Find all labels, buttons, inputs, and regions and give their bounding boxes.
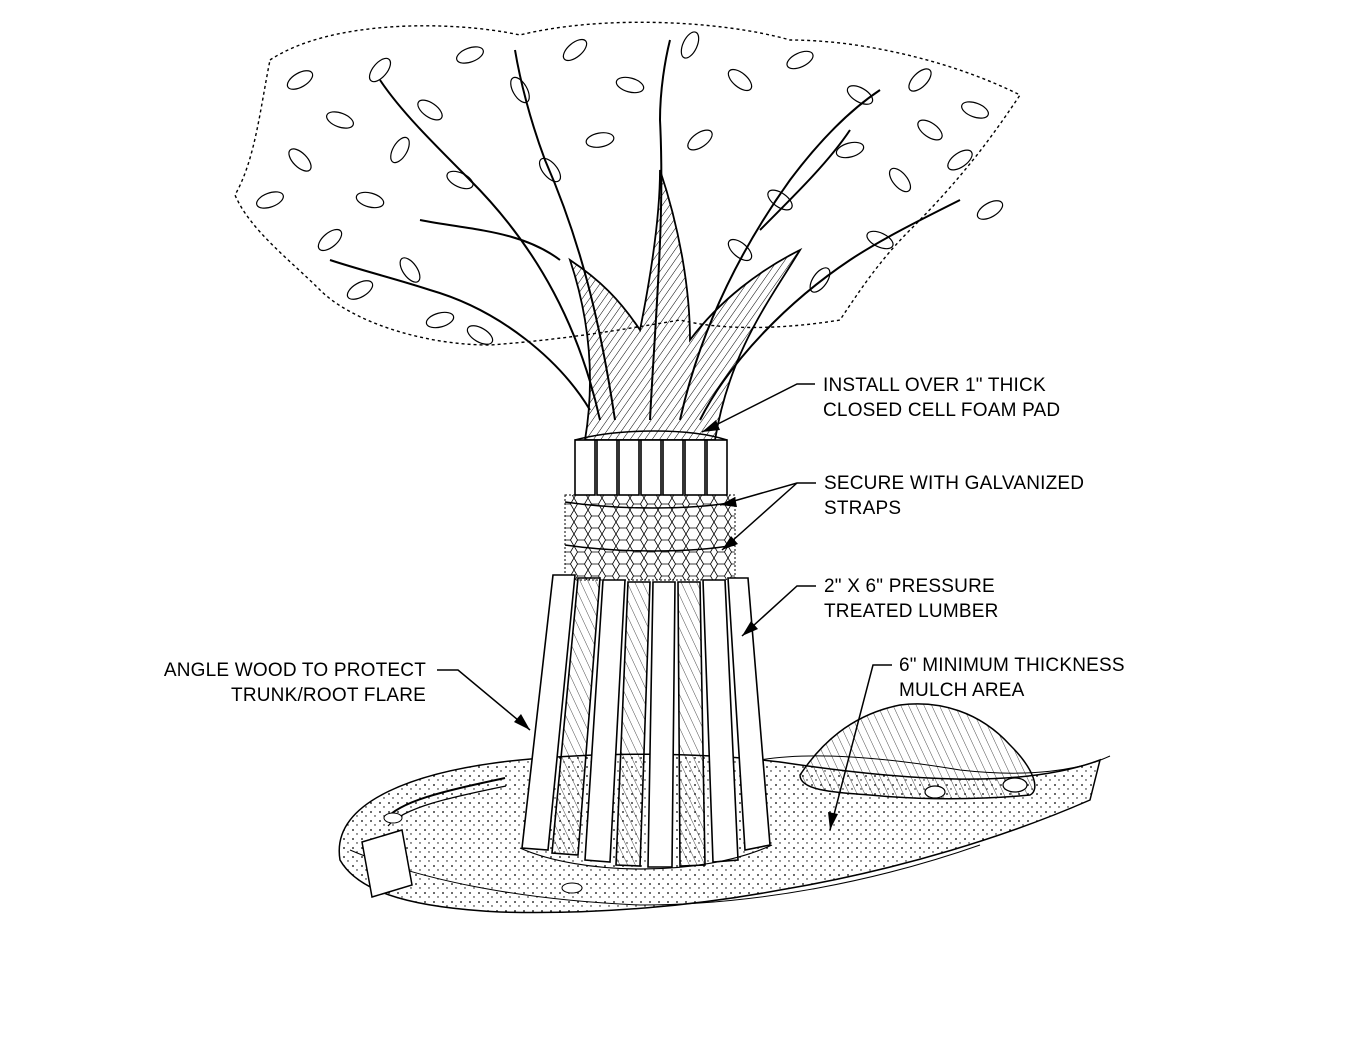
galvanized-strap-mesh	[565, 495, 735, 580]
callout-angle-wood: ANGLE WOOD TO PROTECT TRUNK/ROOT FLARE	[120, 658, 426, 708]
callout-mulch-line1: 6" MINIMUM THICKNESS	[899, 653, 1125, 678]
callout-galvanized-straps: SECURE WITH GALVANIZED STRAPS	[824, 471, 1084, 521]
callout-straps-line1: SECURE WITH GALVANIZED	[824, 471, 1084, 496]
callout-foam-pad: INSTALL OVER 1" THICK CLOSED CELL FOAM P…	[823, 373, 1060, 423]
callout-straps-line2: STRAPS	[824, 496, 1084, 521]
callout-lumber-line1: 2" X 6" PRESSURE	[824, 574, 999, 599]
callout-angle-wood-line2: TRUNK/ROOT FLARE	[120, 683, 426, 708]
callout-foam-pad-line2: CLOSED CELL FOAM PAD	[823, 398, 1060, 423]
callout-mulch-area: 6" MINIMUM THICKNESS MULCH AREA	[899, 653, 1125, 703]
callout-lumber-line2: TREATED LUMBER	[824, 599, 999, 624]
upper-wood-collar	[575, 431, 727, 495]
mulch-pile	[800, 704, 1035, 799]
callout-pressure-treated-lumber: 2" X 6" PRESSURE TREATED LUMBER	[824, 574, 999, 624]
callout-angle-wood-line1: ANGLE WOOD TO PROTECT	[120, 658, 426, 683]
callout-mulch-line2: MULCH AREA	[899, 678, 1125, 703]
tree-canopy	[235, 22, 1020, 348]
callout-foam-pad-line1: INSTALL OVER 1" THICK	[823, 373, 1060, 398]
arrowhead-angle-wood	[514, 714, 530, 730]
